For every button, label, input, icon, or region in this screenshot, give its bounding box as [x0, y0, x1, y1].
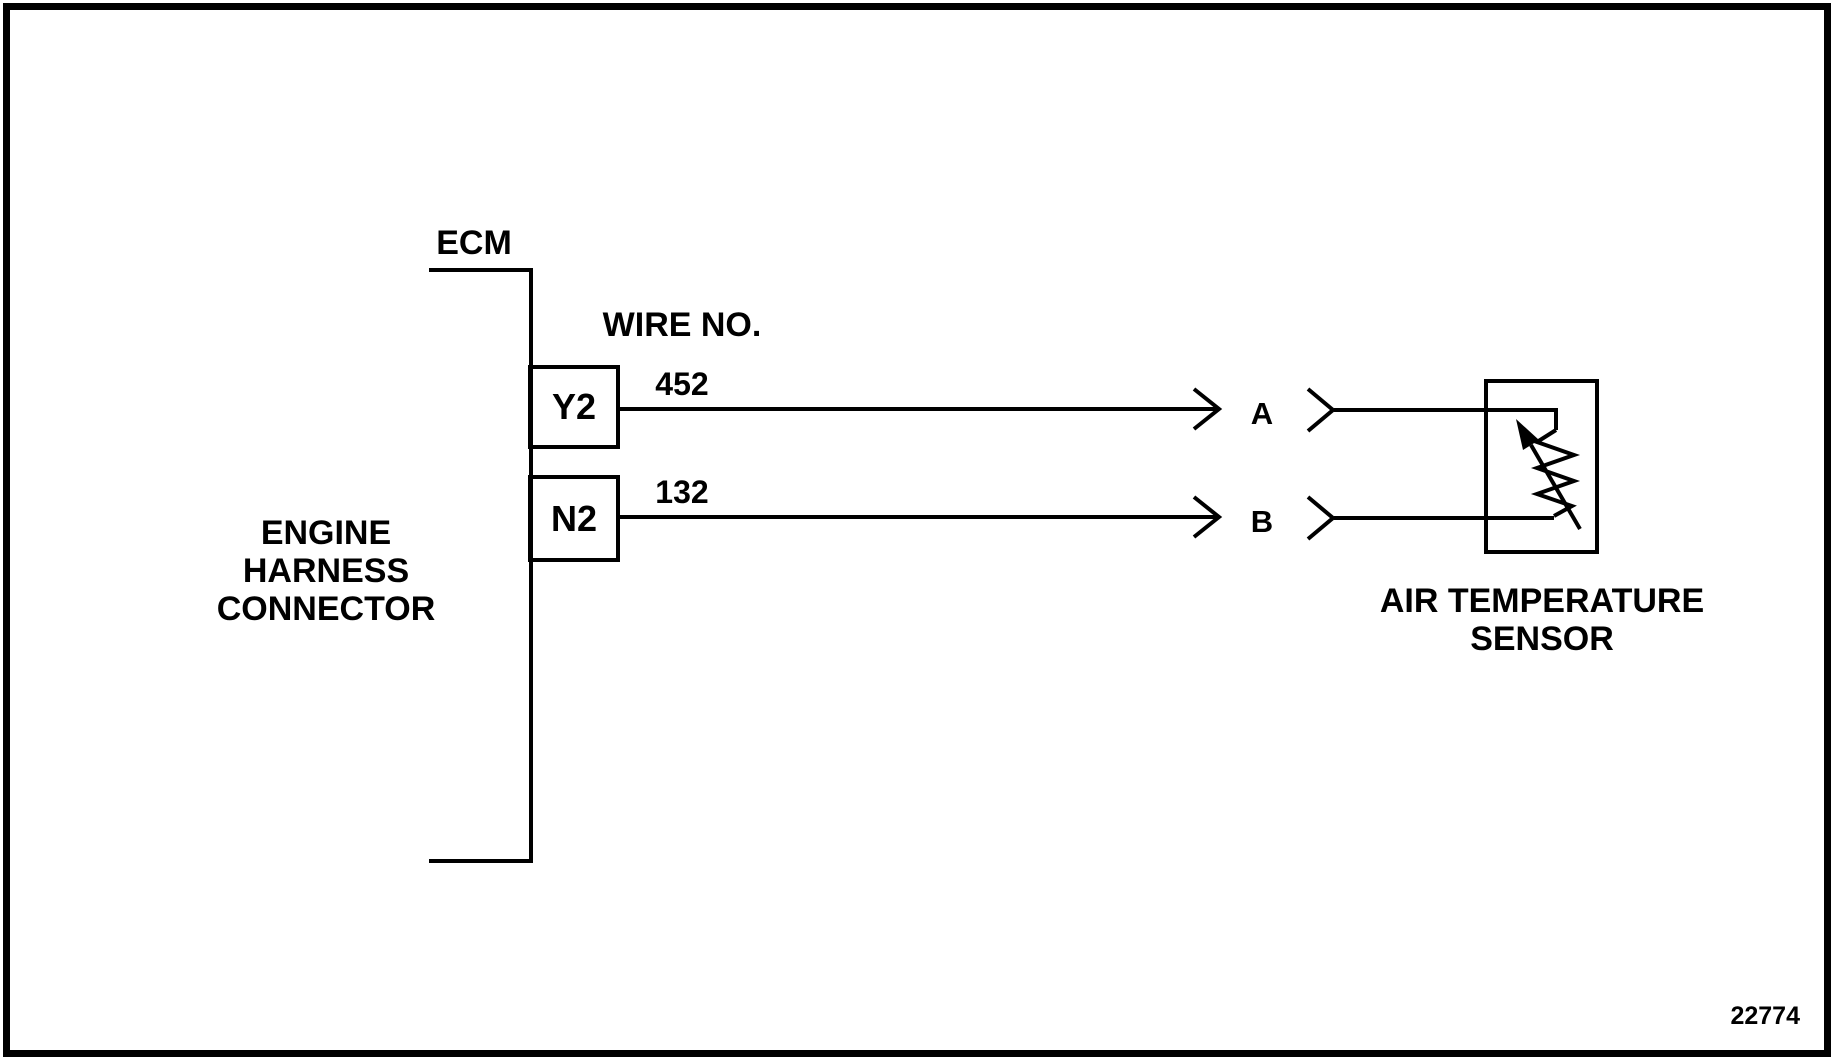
ecm-connector-bracket	[429, 268, 533, 863]
sensor-box	[1484, 379, 1599, 554]
page-border-frame	[3, 3, 1831, 1057]
engine-harness-connector-label-line3: CONNECTOR	[216, 590, 436, 628]
ecm-label: ECM	[436, 224, 512, 262]
air-temperature-sensor-label: AIR TEMPERATURE SENSOR	[1377, 582, 1707, 658]
wire-452-number-label: 452	[655, 366, 709, 402]
terminal-a-chevron-icon	[1306, 387, 1337, 433]
engine-harness-connector-label-line1: ENGINE	[260, 514, 392, 552]
air-temperature-sensor-label-line1: AIR TEMPERATURE	[1379, 582, 1705, 620]
wire-132-arrowhead-icon	[1192, 495, 1223, 539]
wire-132-number-label: 132	[655, 474, 709, 510]
terminal-b-label: B	[1250, 504, 1274, 539]
air-temperature-sensor-label-line2: SENSOR	[1470, 620, 1614, 658]
engine-harness-connector-label: ENGINE HARNESS CONNECTOR	[201, 514, 451, 628]
pin-n2-label: N2	[550, 497, 598, 539]
engine-harness-connector-label-line2: HARNESS	[242, 552, 410, 590]
terminal-b-chevron-icon	[1306, 495, 1337, 541]
figure-number: 22774	[1730, 1002, 1800, 1030]
thermistor-icon	[1486, 408, 1582, 531]
pin-y2-label: Y2	[551, 386, 597, 427]
wire-no-heading: WIRE NO.	[602, 306, 762, 344]
terminal-a-label: A	[1250, 396, 1274, 431]
wire-452-arrowhead-icon	[1192, 387, 1223, 431]
